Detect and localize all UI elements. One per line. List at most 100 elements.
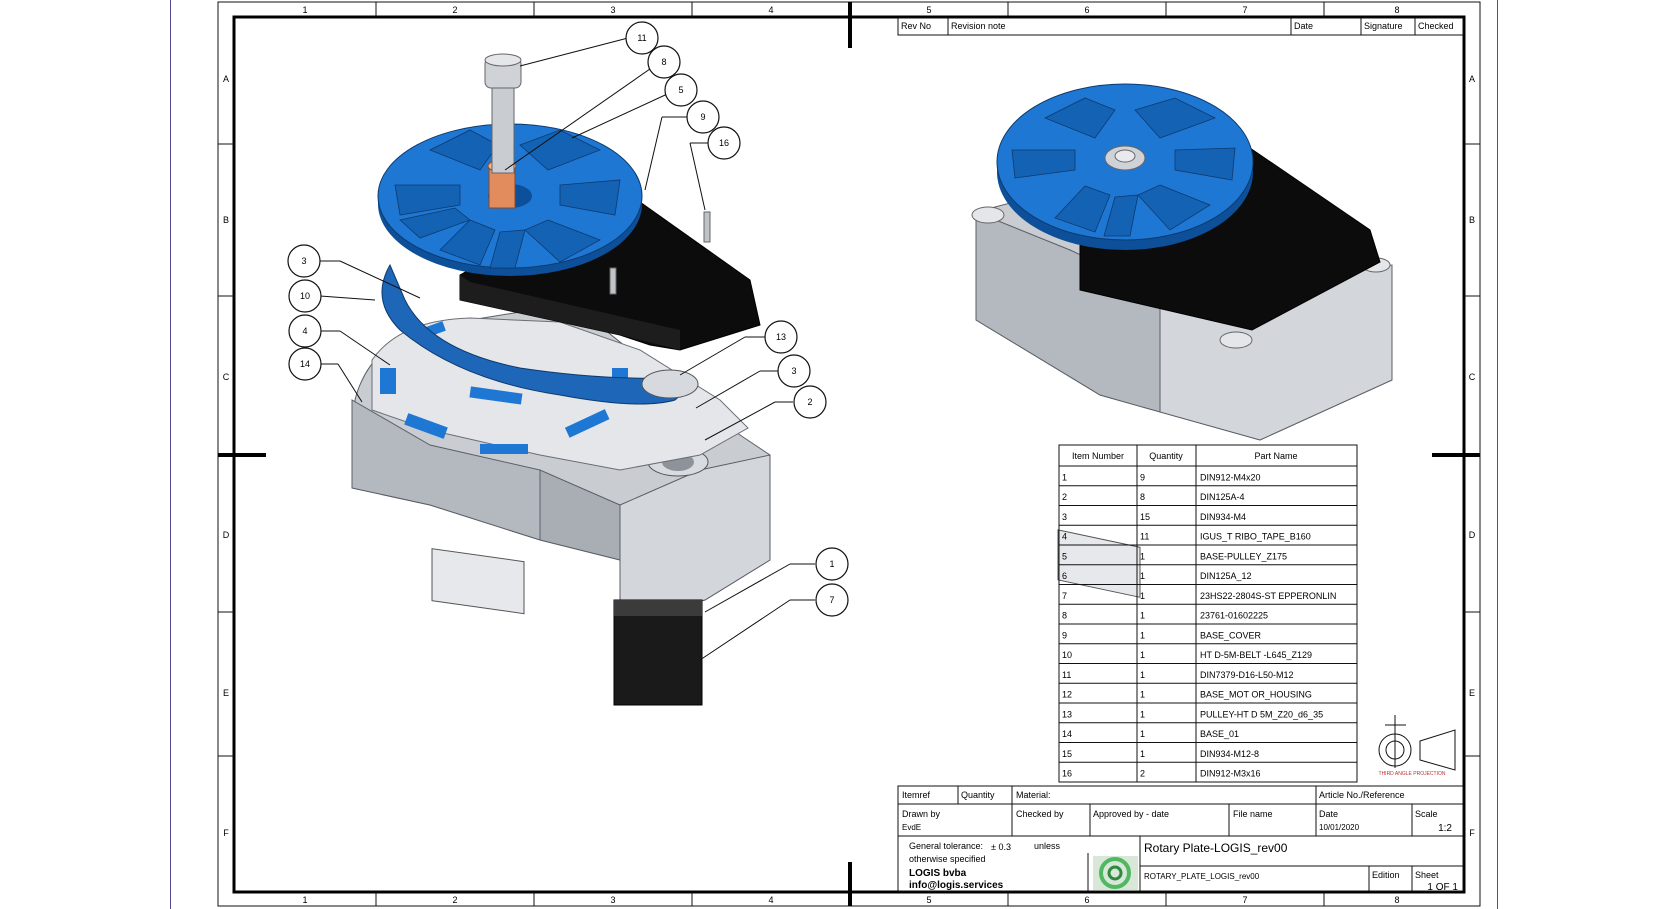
callout-balloons [287,21,849,617]
bom-item-number: 10 [1062,650,1072,660]
file-name-label: File name [1233,809,1273,819]
zone-col-label: 6 [1084,895,1089,905]
bom-quantity: 1 [1140,571,1145,581]
callout-number: 3 [791,366,796,376]
checked-header: Checked [1418,21,1454,31]
bom-part-name: 23761-01602225 [1200,611,1268,621]
callout-balloon [664,73,698,107]
zone-col-label: 7 [1242,895,1247,905]
company-name: LOGIS bvba [909,868,967,879]
bom-quantity: 9 [1140,472,1145,482]
projection-label: THIRD ANGLE PROJECTION [1379,771,1446,777]
projection-symbol: THIRD ANGLE PROJECTION [1378,715,1456,777]
drawn-by-label: Drawn by [902,809,941,819]
bom-row: 3 15 DIN934-M4 [1062,512,1246,522]
callout-number: 3 [301,256,306,266]
zone-col-label: 5 [926,895,931,905]
zone-col-label: 2 [452,5,457,15]
screw-m3 [703,211,711,243]
callout-number: 2 [807,397,812,407]
bom-part-name: DIN934-M4 [1200,512,1246,522]
bom-item-number: 3 [1062,512,1067,522]
bom-quantity: 2 [1140,769,1145,779]
bom-item-number: 2 [1062,492,1067,502]
zone-row-label: B [1469,215,1475,225]
title-block: Itemref Quantity Material: Article No./R… [897,785,1464,893]
scale-label: Scale [1415,809,1438,819]
screw-m3 [609,267,617,295]
bom-quantity: 1 [1140,709,1145,719]
zone-col-label: 4 [768,5,773,15]
callout-balloon [793,385,827,419]
callout-balloon [815,547,849,581]
date-label: Date [1319,809,1338,819]
drawing-file-name: ROTARY_PLATE_LOGIS_rev00 [1144,872,1260,881]
zone-row-label: D [1469,530,1476,540]
zone-row-label: F [223,828,229,838]
bom-quantity: 1 [1140,650,1145,660]
exploded-assembly-view [351,53,771,706]
callout-number: 16 [719,138,729,148]
housing-window [1057,529,1141,598]
callout-balloon [288,314,322,348]
rev-no-header: Rev No [901,21,931,31]
bom-item-number: 12 [1062,690,1072,700]
zone-row-label: E [223,688,229,698]
zone-row-label: A [223,74,229,84]
checked-by-label: Checked by [1016,809,1064,819]
callout-balloon [647,45,681,79]
bom-part-name: BASE_COVER [1200,630,1262,640]
callout-number: 1 [829,559,834,569]
callout-numbers: 11 8 5 9 16 3 10 4 14 13 3 2 1 7 [300,33,835,605]
bom-item-number: 5 [1062,551,1067,561]
callout-leaders [318,37,815,661]
bom-row: 7 1 23HS22-2804S-ST EPPERONLIN [1062,591,1336,601]
callout-balloon [815,583,849,617]
bom-part-name: DIN934-M12-8 [1200,749,1259,759]
tolerance-value: ± 0.3 [991,842,1011,852]
logis-logo [1093,856,1138,890]
bom-part-name: DIN7379-D16-L50-M12 [1200,670,1294,680]
bom-part-name: PULLEY-HT D 5M_Z20_d6_35 [1200,709,1323,719]
zone-col-label: 4 [768,895,773,905]
bom-item-number: 14 [1062,729,1072,739]
bom-item-number: 15 [1062,749,1072,759]
bom-quantity: 1 [1140,749,1145,759]
bom-quantity: 1 [1140,591,1145,601]
callout-balloon [288,279,322,313]
article-reference-label: Article No./Reference [1319,790,1405,800]
bom-quantity: 15 [1140,512,1150,522]
zone-row-label: E [1469,688,1475,698]
zone-col-label: 7 [1242,5,1247,15]
callout-balloon [707,126,741,160]
blue-clip [564,409,610,438]
date-value: 10/01/2020 [1319,823,1360,832]
bom-header-item-number: Item Number [1072,451,1124,461]
shoulder-bolt [491,77,515,174]
bom-item-number: 7 [1062,591,1067,601]
tolerance-unless: unless [1034,841,1061,851]
date-header: Date [1294,21,1313,31]
quantity-label: Quantity [961,790,995,800]
zone-row-label: C [1469,372,1476,382]
zone-labels: 1 2 3 4 5 6 7 8 1 2 3 4 5 6 7 8 A B C D … [223,5,1476,905]
bom-quantity: 1 [1140,630,1145,640]
bom-quantity: 1 [1140,611,1145,621]
callout-number: 4 [302,326,307,336]
zone-col-label: 8 [1394,5,1399,15]
sheet-value: 1 OF 1 [1427,882,1458,893]
bom-quantity: 8 [1140,492,1145,502]
revision-table: Rev No Revision note Date Signature Chec… [897,17,1464,36]
zone-col-label: 5 [926,5,931,15]
zone-col-label: 6 [1084,5,1089,15]
bom-header-part-name: Part Name [1254,451,1297,461]
bom-part-name: IGUS_T RIBO_TAPE_B160 [1200,532,1311,542]
bom-quantity: 1 [1140,729,1145,739]
signature-header: Signature [1364,21,1403,31]
bom-part-name: 23HS22-2804S-ST EPPERONLIN [1200,591,1336,601]
approved-by-label: Approved by - date [1093,809,1169,819]
